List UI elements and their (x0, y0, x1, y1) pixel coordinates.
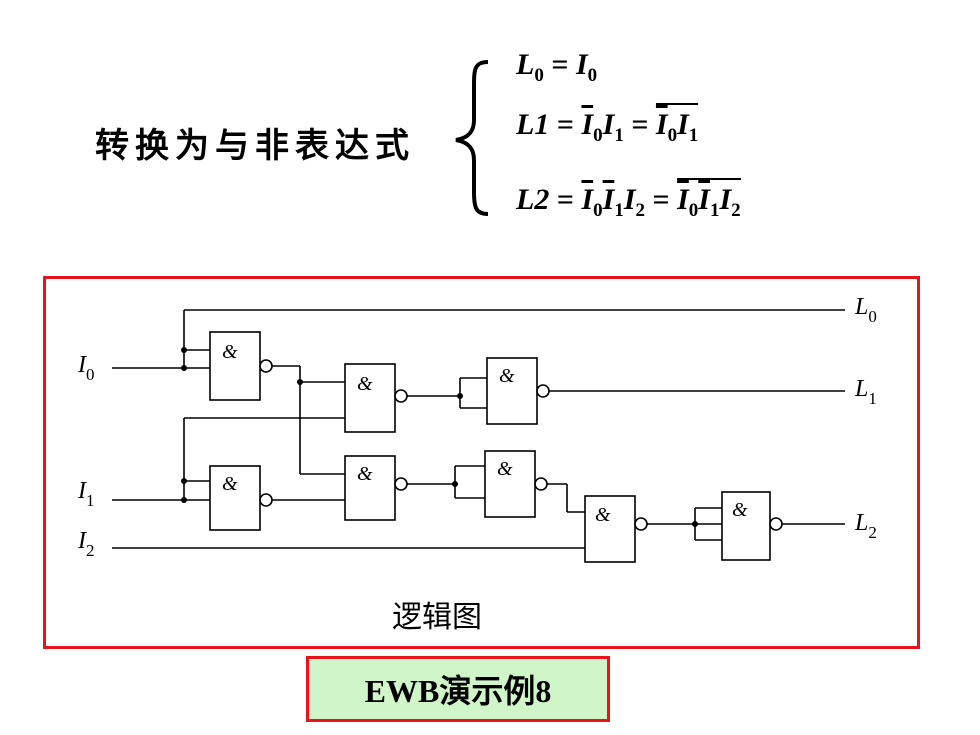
gate-symbol: & (357, 373, 373, 395)
equation-l0: L0 = I0 (516, 48, 598, 86)
gate-symbol: & (357, 463, 373, 485)
diagram-caption: 逻辑图 (392, 600, 482, 635)
output-label-l1: L1 (854, 376, 877, 408)
input-label-i2: I2 (77, 528, 95, 560)
gate-symbol: & (497, 458, 513, 480)
equation-l1: L1 = I0I1 = I0I1 (516, 103, 699, 147)
gate-symbol: & (222, 341, 238, 363)
equation-l2: L2 = I0I1I2 = I0I1I2 (516, 178, 741, 222)
gate-symbol: & (732, 499, 748, 521)
input-label-i1: I1 (77, 478, 95, 510)
gate-symbol: & (499, 365, 515, 387)
logic-diagram-frame (43, 276, 920, 649)
heading: 转换为与非表达式 (95, 126, 415, 166)
gate-symbol: & (222, 473, 238, 495)
input-label-i0: I0 (77, 352, 95, 384)
output-label-l0: L0 (854, 294, 877, 326)
brace-icon (455, 60, 489, 216)
ewb-demo-button[interactable]: EWB演示例8 (306, 656, 610, 722)
gate-symbol: & (595, 504, 611, 526)
output-label-l2: L2 (854, 510, 877, 542)
